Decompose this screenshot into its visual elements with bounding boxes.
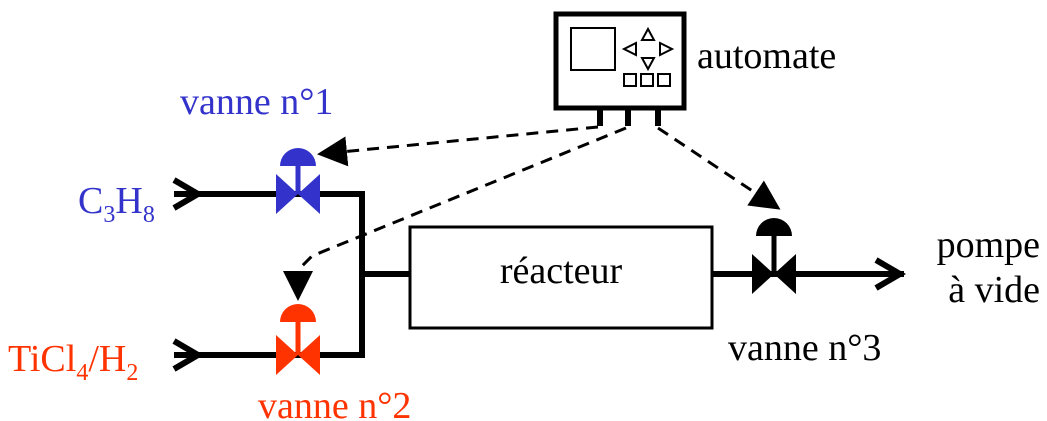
signal-to-valve1 — [317, 125, 599, 167]
reactor: réacteur — [408, 225, 714, 330]
valve1-actuator-icon — [280, 148, 316, 166]
pump-label-line1: pompe — [937, 224, 1040, 266]
inlet-arrow-c3h8-icon — [172, 177, 204, 211]
pump-label-line2: à vide — [948, 269, 1040, 311]
valve3-body-right-icon — [774, 254, 796, 294]
valve-1 — [276, 148, 320, 214]
button-square-icon — [623, 73, 637, 87]
valve1-body-right-icon — [298, 174, 320, 214]
button-square-icon — [640, 73, 654, 87]
ticl4-h2-label: TiCl4/H2 — [8, 338, 138, 386]
valve2-label: vanne n°2 — [258, 385, 411, 421]
up-triangle-icon — [640, 26, 656, 41]
valve3-body-left-icon — [752, 254, 774, 294]
left-triangle-icon — [621, 41, 637, 57]
valve-3 — [752, 218, 796, 294]
outlet-arrow-icon — [874, 257, 906, 291]
valve2-actuator-icon — [280, 304, 316, 322]
valve-2 — [276, 304, 320, 375]
right-triangle-icon — [659, 41, 675, 57]
automate-label: automate — [697, 35, 836, 77]
button-square-icon — [657, 73, 671, 87]
down-triangle-icon — [640, 57, 656, 72]
valve1-body-left-icon — [276, 174, 298, 214]
reactor-box — [408, 225, 714, 330]
valve2-body-left-icon — [276, 335, 298, 375]
signal-to-valve3 — [657, 126, 781, 210]
control-signals — [283, 125, 781, 301]
valve2-body-right-icon — [298, 335, 320, 375]
valve3-actuator-icon — [756, 218, 792, 236]
signal-to-valve2 — [283, 126, 627, 301]
automate-unit: automate — [553, 11, 836, 126]
automate-screen-icon — [570, 27, 616, 71]
valve3-label: vanne n°3 — [728, 327, 881, 369]
c3h8-label: C3H8 — [78, 180, 155, 228]
inlet-arrow-ticl4-icon — [172, 338, 204, 372]
valve1-label: vanne n°1 — [180, 81, 333, 123]
piping — [172, 177, 906, 372]
reactor-label: réacteur — [500, 250, 623, 292]
